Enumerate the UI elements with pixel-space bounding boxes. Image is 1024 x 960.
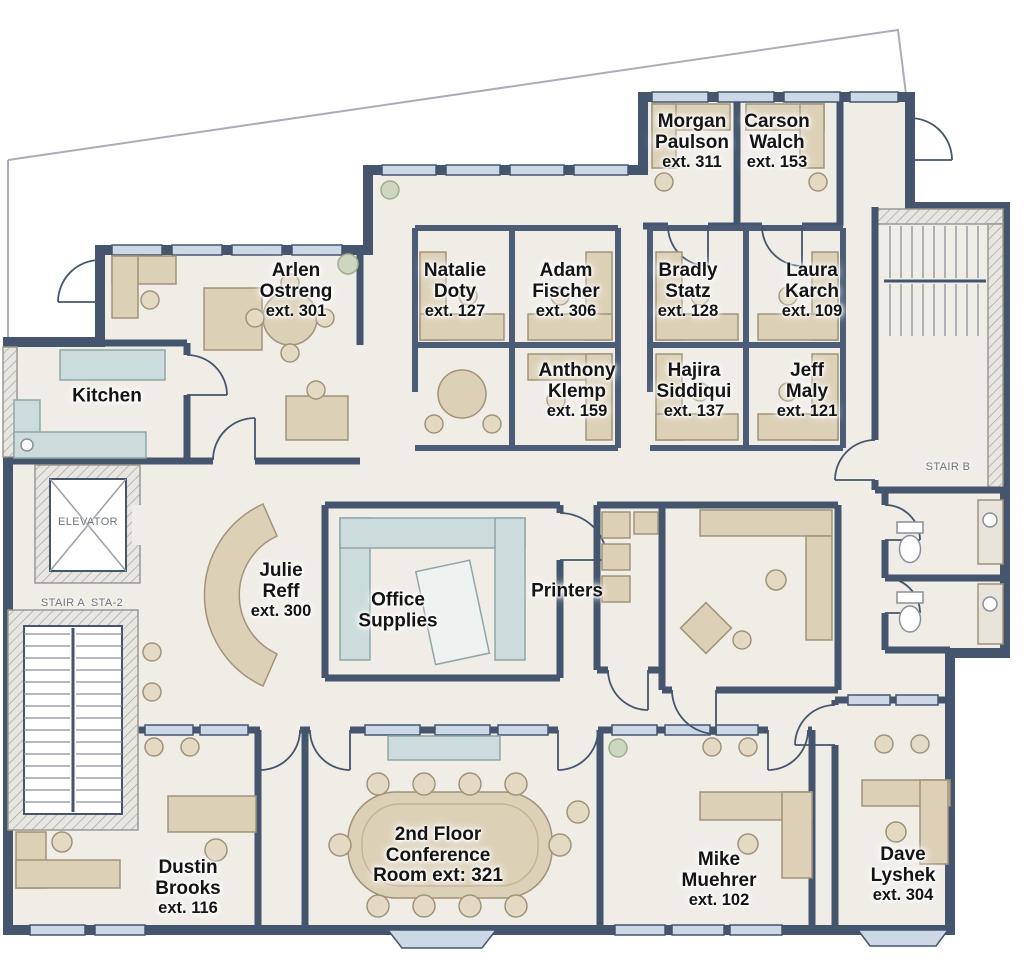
office-label-dustin-brooks: Dustin Brooks ext. 116 bbox=[155, 857, 221, 918]
property-line bbox=[7, 28, 907, 344]
office-label-natalie-doty: Natalie Doty ext. 127 bbox=[423, 260, 487, 321]
office-label-arlen-ostreng: Arlen Ostreng ext. 301 bbox=[259, 260, 333, 321]
corridor-chairs bbox=[142, 642, 162, 702]
core-label-stair-a: STAIR A bbox=[40, 597, 86, 609]
room-label-conference: 2nd Floor Conference Room ext: 321 bbox=[373, 824, 503, 887]
bay-windows bbox=[386, 929, 950, 949]
kitchen-counter bbox=[13, 349, 166, 459]
office-label-jeff-maly: Jeff Maly ext. 121 bbox=[776, 360, 838, 421]
elevator-shaft bbox=[34, 464, 142, 584]
cubicle-partitions bbox=[412, 225, 846, 451]
furniture-dustin-office bbox=[15, 737, 257, 889]
office-label-carson-walch: Carson Walch ext. 153 bbox=[744, 111, 810, 172]
restroom-fixtures bbox=[896, 499, 1004, 645]
printer-equipment bbox=[601, 511, 659, 603]
room-label-office-supplies: Office Supplies bbox=[358, 589, 438, 631]
office-label-adam-fischer: Adam Fischer ext. 306 bbox=[532, 260, 600, 321]
office-label-hajira-siddiqui: Hajira Siddiqui ext. 137 bbox=[656, 360, 732, 421]
stair-b-shaft bbox=[884, 226, 986, 336]
toilet-icon bbox=[896, 521, 924, 564]
core-label-elevator: ELEVATOR bbox=[57, 516, 119, 528]
reception-desk bbox=[203, 503, 278, 687]
office-label-dave-lyshek: Dave Lyshek ext. 304 bbox=[870, 844, 936, 905]
room-label-printers: Printers bbox=[531, 580, 603, 602]
conference-table-group bbox=[328, 735, 590, 918]
furniture-carson-office bbox=[745, 103, 828, 192]
furniture-arlen-office bbox=[111, 180, 400, 441]
furniture-mike-office bbox=[608, 737, 813, 879]
office-label-bradly-statz: Bradly Statz ext. 128 bbox=[657, 260, 719, 321]
office-label-laura-karch: Laura Karch ext. 109 bbox=[781, 260, 843, 321]
sink-icon bbox=[977, 583, 1004, 645]
office-supplies-shelving bbox=[339, 517, 526, 666]
office-label-mike-muehrer: Mike Muehrer ext. 102 bbox=[681, 849, 757, 910]
core-label-stair-b: STAIR B bbox=[925, 461, 971, 473]
office-label-anthony-klemp: Anthony Klemp ext. 159 bbox=[538, 360, 616, 421]
furniture-cubicles bbox=[419, 251, 839, 441]
room-label-kitchen: Kitchen bbox=[72, 385, 142, 407]
office-label-julie-reff: Julie Reff ext. 300 bbox=[250, 560, 312, 621]
doors bbox=[57, 117, 953, 771]
sink-icon bbox=[977, 499, 1004, 565]
furniture-workroom bbox=[679, 509, 833, 655]
stair-a-shaft bbox=[7, 609, 139, 831]
furniture-morgan-office bbox=[651, 103, 731, 192]
toilet-icon bbox=[896, 591, 924, 633]
office-label-morgan-paulson: Morgan Paulson ext. 311 bbox=[655, 111, 729, 172]
windows bbox=[29, 91, 939, 936]
furniture-dave-office bbox=[861, 734, 951, 865]
core-label-sta-2: STA-2 bbox=[90, 597, 124, 609]
